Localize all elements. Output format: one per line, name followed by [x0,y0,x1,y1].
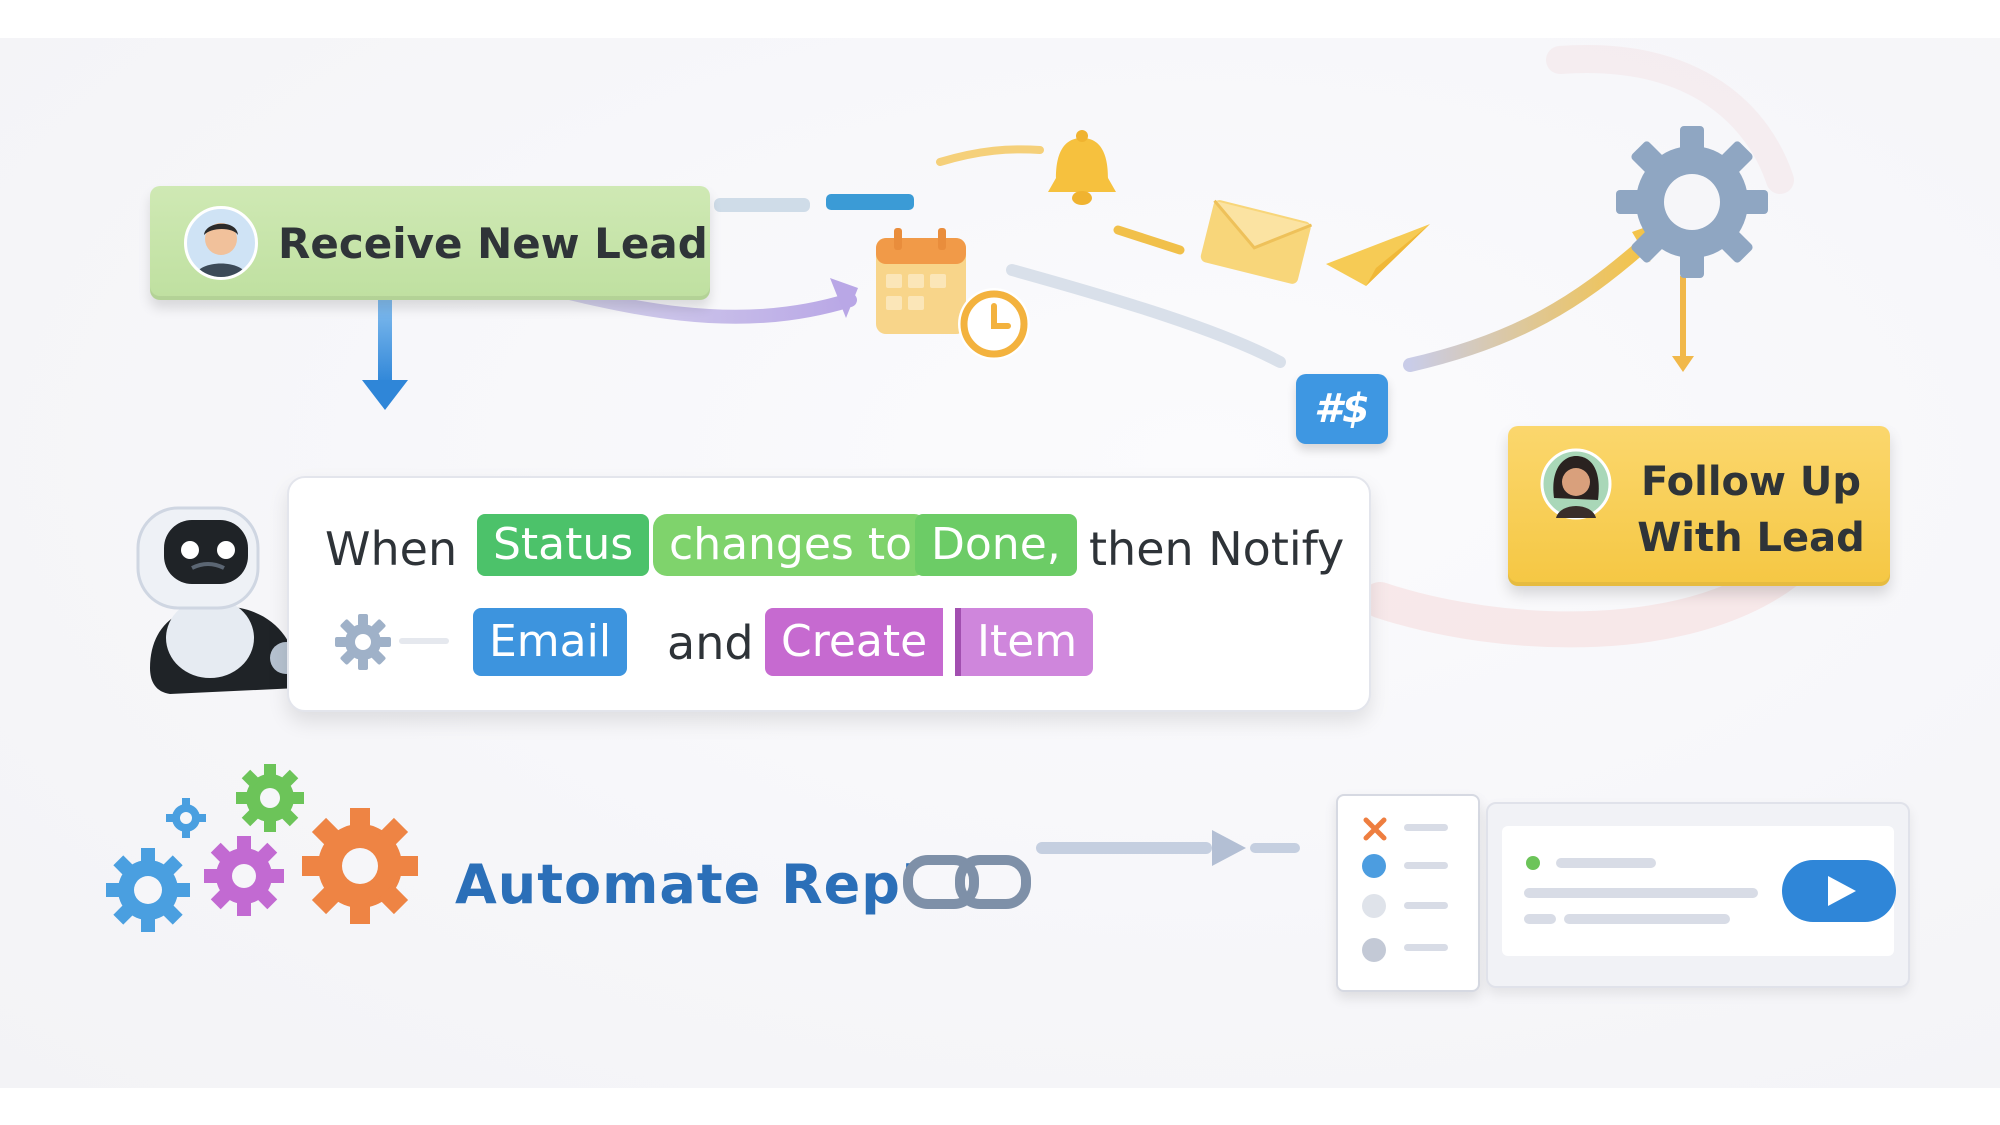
automate-label: Automate Rep' [455,853,919,916]
divider-line [399,638,449,644]
clock-icon [958,288,1030,360]
follow-up-card[interactable]: Follow Up With Lead [1508,426,1890,586]
diagram-canvas: Receive New Lead #$ [0,38,2000,1088]
item-chip[interactable]: Item [955,608,1094,676]
task-list-panel[interactable] [1336,794,1480,992]
rule-word-and: and [667,616,754,670]
small-gear-icon [335,614,391,670]
done-chip[interactable]: Done, [915,514,1077,576]
close-x-icon [1363,817,1387,841]
changes-to-chip[interactable]: changes to [653,514,929,576]
background-swoosh [1362,45,1818,648]
video-preview-panel[interactable] [1486,802,1910,988]
status-dot [1526,856,1540,870]
receive-lead-card[interactable]: Receive New Lead [150,186,710,300]
rule-word-when: When [325,522,458,576]
link-icon [903,855,1031,909]
list-dot [1362,854,1386,878]
follow-up-label: Follow Up With Lead [1637,459,1865,561]
video-preview-content [1502,826,1896,956]
rule-word-then-notify: then Notify [1089,522,1345,576]
play-icon[interactable] [1782,860,1896,922]
calendar-icon [876,228,966,334]
status-chip[interactable]: Status [477,514,650,576]
bell-icon [1048,130,1116,205]
gears-cluster-icon [106,764,418,932]
list-dot [1362,894,1386,918]
receive-lead-label: Receive New Lead [278,218,708,268]
hash-dollar-tag[interactable]: #$ [1296,374,1388,444]
man-avatar-icon [184,206,258,280]
list-dot [1362,938,1386,962]
paper-plane-icon [1326,224,1430,286]
email-chip[interactable]: Email [473,608,628,676]
create-chip[interactable]: Create [765,608,944,676]
gear-icon [1616,126,1768,278]
envelope-icon [1200,199,1313,284]
robot-icon [136,506,326,694]
automation-rule-card[interactable]: When Status changes to Done, then Notify… [287,476,1371,712]
woman-avatar-icon [1540,448,1612,520]
